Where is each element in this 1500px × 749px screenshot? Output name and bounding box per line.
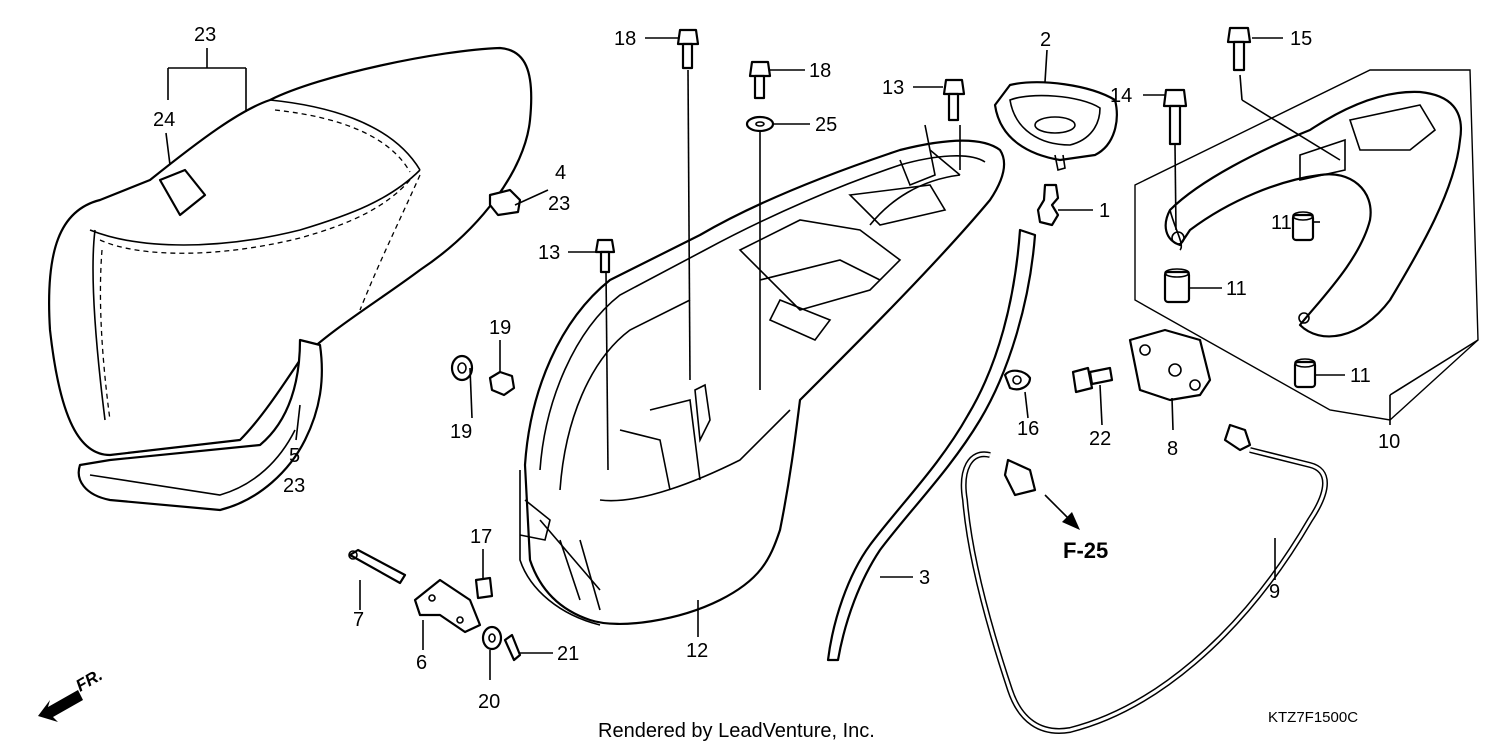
reference-arrow [1044, 494, 1080, 530]
callout-11-middle[interactable]: 11 [1226, 278, 1247, 300]
callout-9[interactable]: 9 [1269, 581, 1280, 603]
callout-11-upper[interactable]: 11 [1271, 212, 1292, 234]
clip-4-part[interactable] [488, 188, 522, 217]
grommet-19b-part[interactable] [488, 370, 516, 397]
cotter-21-part[interactable] [503, 633, 522, 662]
washer-25-part[interactable] [745, 115, 775, 390]
reference-f25-label[interactable]: F-25 [1063, 538, 1108, 563]
carrier-10-part[interactable] [1134, 69, 1479, 421]
grommet-19a-part[interactable] [450, 354, 474, 382]
pin-7-part[interactable] [348, 548, 407, 585]
bolt-13b-part[interactable] [924, 78, 966, 176]
callout-3[interactable]: 3 [919, 567, 930, 589]
diagram-code: KTZ7F1500C [1268, 709, 1358, 726]
leader-lines [165, 37, 1479, 680]
callout-13-box[interactable]: 13 [538, 242, 560, 264]
bolt-18b-part[interactable] [748, 60, 772, 100]
callout-16[interactable]: 16 [1017, 418, 1039, 440]
callout-12[interactable]: 12 [686, 640, 708, 662]
bracket-6-part[interactable] [413, 578, 482, 634]
callout-8[interactable]: 8 [1167, 438, 1178, 460]
callout-22[interactable]: 22 [1089, 428, 1111, 450]
clamp-16-part[interactable] [1003, 369, 1032, 391]
bolt-18a-part[interactable] [676, 28, 700, 381]
callout-23-seat[interactable]: 23 [194, 24, 216, 46]
callout-23-base[interactable]: 23 [283, 475, 305, 497]
washer-20-part[interactable] [481, 625, 503, 651]
bolt-13a-part[interactable] [594, 238, 616, 471]
callout-19-lower[interactable]: 19 [450, 421, 472, 443]
callout-24[interactable]: 24 [153, 109, 175, 131]
callout-25[interactable]: 25 [815, 114, 837, 136]
callout-5[interactable]: 5 [289, 445, 300, 467]
callout-labels: 23 24 4 23 5 23 19 19 7 6 17 20 21 12 13… [153, 24, 1400, 713]
bolt-14-part[interactable] [1162, 88, 1188, 231]
collar-11b-part[interactable] [1163, 268, 1191, 304]
callout-11-lower[interactable]: 11 [1350, 365, 1371, 387]
latch-8-part[interactable] [1128, 328, 1212, 402]
callout-14[interactable]: 14 [1110, 85, 1132, 107]
callout-18-left[interactable]: 18 [614, 28, 636, 50]
front-direction-arrow-icon [38, 690, 83, 722]
tube-3-part[interactable] [826, 228, 1037, 662]
bolt-15-part[interactable] [1226, 26, 1341, 161]
callout-7[interactable]: 7 [353, 609, 364, 631]
callout-2[interactable]: 2 [1040, 29, 1051, 51]
cable-9-part[interactable] [960, 423, 1328, 734]
light-2-part[interactable] [993, 81, 1118, 172]
bulb-1-part[interactable] [1036, 183, 1060, 227]
seat-part[interactable] [48, 46, 533, 512]
clip-17-part[interactable] [474, 576, 494, 600]
callout-6[interactable]: 6 [416, 652, 427, 674]
callout-20[interactable]: 20 [478, 691, 500, 713]
footer-attribution: Rendered by LeadVenture, Inc. [598, 720, 875, 742]
callout-18-right[interactable]: 18 [809, 60, 831, 82]
callout-10[interactable]: 10 [1378, 431, 1400, 453]
callout-17[interactable]: 17 [470, 526, 492, 548]
collar-11c-part[interactable] [1293, 358, 1317, 389]
callout-13-light[interactable]: 13 [882, 77, 904, 99]
callout-15[interactable]: 15 [1290, 28, 1312, 50]
collar-11a-part[interactable] [1291, 211, 1315, 242]
luggage-box-part[interactable] [519, 139, 1006, 626]
bolt-22-part[interactable] [1071, 366, 1114, 394]
callout-21[interactable]: 21 [557, 643, 579, 665]
callout-23-clip[interactable]: 23 [548, 193, 570, 215]
callout-19-upper[interactable]: 19 [489, 317, 511, 339]
callout-4[interactable]: 4 [555, 162, 566, 184]
callout-1[interactable]: 1 [1099, 200, 1110, 222]
